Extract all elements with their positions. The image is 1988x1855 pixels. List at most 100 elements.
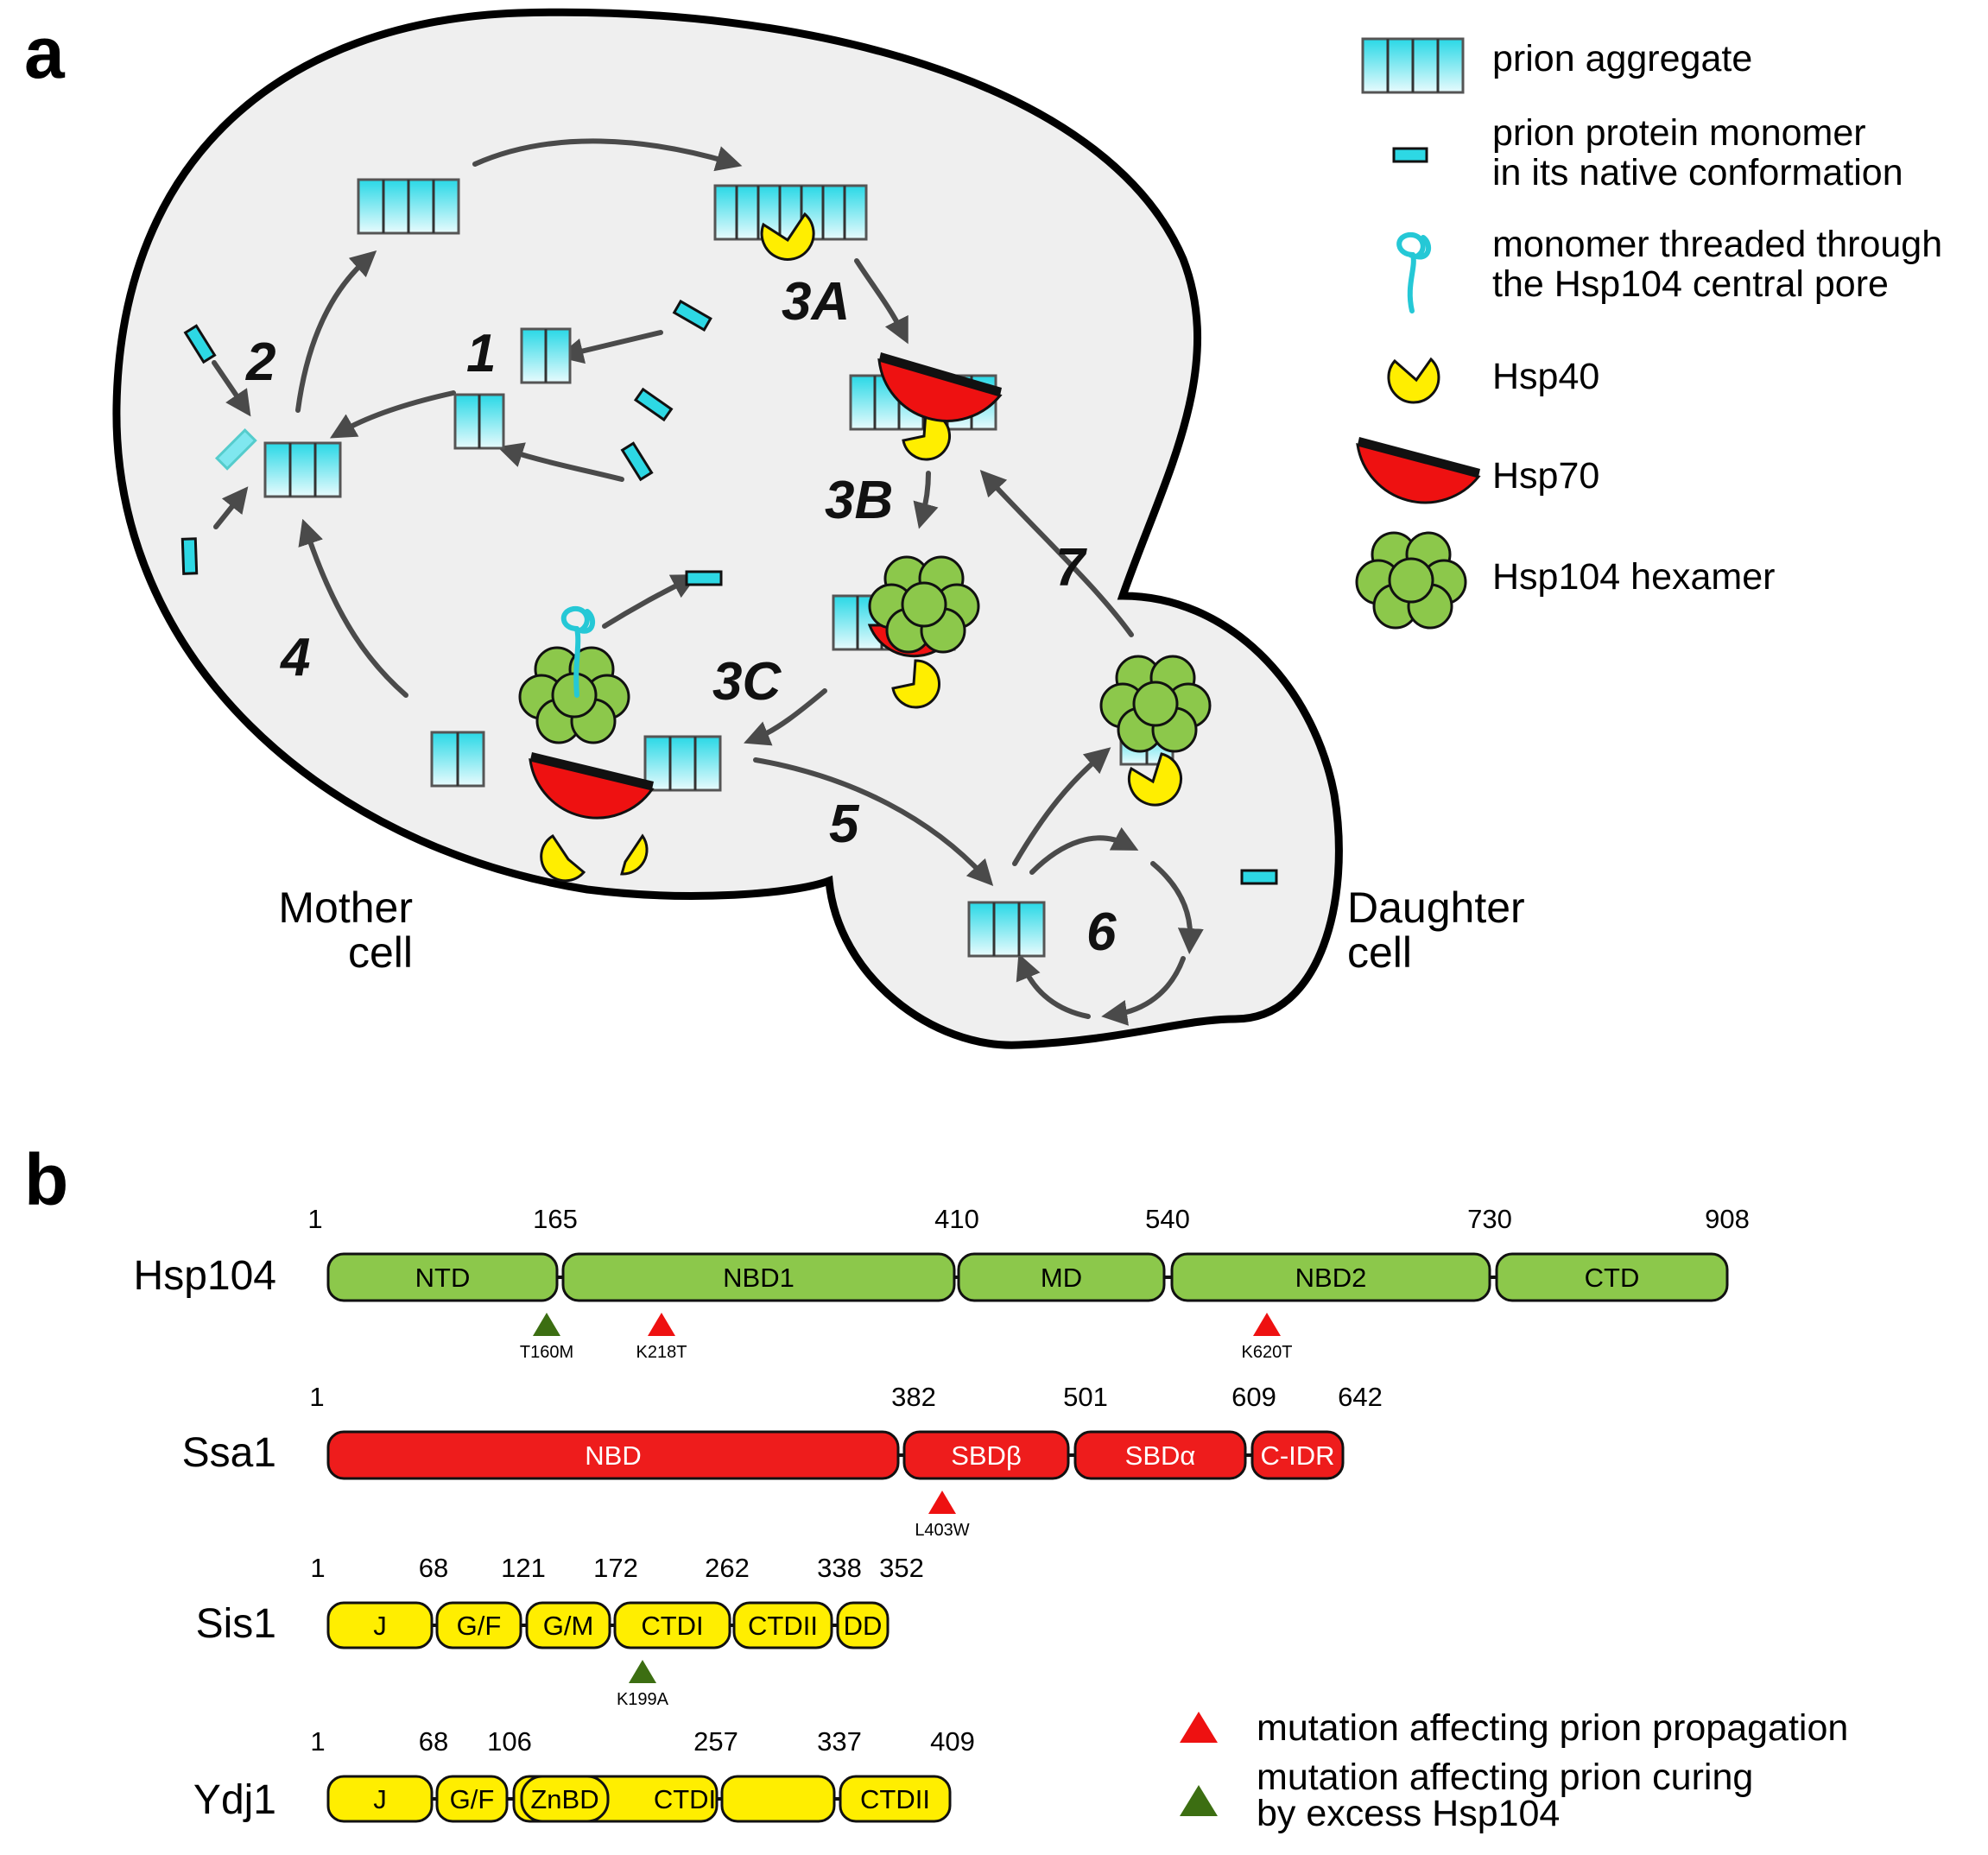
domain-box xyxy=(326,1775,434,1823)
step-1: 1 xyxy=(466,324,496,383)
mother-cell-label-line2: cell xyxy=(348,928,413,977)
domain-label: NBD xyxy=(585,1440,641,1471)
domain-label: CTDII xyxy=(860,1784,930,1814)
legend-hsp70-icon xyxy=(1356,442,1481,504)
step-4: 4 xyxy=(279,628,310,687)
domain-label: NBD1 xyxy=(723,1263,795,1293)
residue-number: 338 xyxy=(817,1553,862,1583)
domain-label: SBDβ xyxy=(951,1440,1022,1471)
legend-monomer-label-2: in its native conformation xyxy=(1492,152,1903,193)
domain-box xyxy=(326,1601,434,1649)
propagation-mutation-marker xyxy=(648,1313,675,1336)
residue-number: 337 xyxy=(817,1726,862,1757)
residue-number: 1 xyxy=(310,1553,325,1583)
pathway-arrows xyxy=(212,138,1204,1026)
residue-number: 257 xyxy=(693,1726,738,1757)
legend-hsp40-label: Hsp40 xyxy=(1492,356,1599,397)
domain-label: J xyxy=(373,1784,387,1814)
mother-cell-label-line1: Mother xyxy=(278,883,413,932)
step-3a: 3A xyxy=(782,272,850,332)
hsp70-molecules xyxy=(529,352,1003,820)
domain-box xyxy=(1073,1430,1247,1480)
domain-box xyxy=(435,1601,522,1649)
aggregate-small-1 xyxy=(520,327,572,384)
residue-number: 172 xyxy=(593,1553,638,1583)
domain-box xyxy=(613,1601,731,1649)
residue-number: 1 xyxy=(310,1726,325,1757)
legend-hsp104-label: Hsp104 hexamer xyxy=(1492,556,1775,598)
residue-number: 1 xyxy=(307,1204,322,1234)
aggregate-small-2 xyxy=(453,393,505,450)
domain-label: CTDI xyxy=(654,1784,716,1814)
mutation-label: L403W xyxy=(915,1521,969,1540)
daughter-cell-label-line2: cell xyxy=(1347,928,1412,977)
residue-number: 382 xyxy=(891,1382,936,1412)
legend-green-label-2: by excess Hsp104 xyxy=(1257,1793,1560,1834)
domain-box xyxy=(561,1252,956,1302)
hsp40-molecules xyxy=(540,212,1182,883)
step-3c: 3C xyxy=(712,652,782,712)
prion-monomers xyxy=(180,299,1278,885)
propagation-mutation-marker xyxy=(928,1491,956,1514)
residue-number: 609 xyxy=(1231,1382,1276,1412)
domain-label: NTD xyxy=(415,1263,471,1293)
domain-box xyxy=(1495,1252,1729,1302)
protein-name: Sis1 xyxy=(196,1601,276,1647)
residue-number: 642 xyxy=(1338,1382,1383,1412)
legend-hsp40-icon xyxy=(1387,357,1440,404)
aggregate-fragment xyxy=(430,731,485,788)
domain-box xyxy=(839,1775,952,1823)
residue-number: 121 xyxy=(501,1553,546,1583)
legend-threaded-icon xyxy=(1396,231,1432,313)
legend-threaded-label-2: the Hsp104 central pore xyxy=(1492,263,1889,305)
domain-label: C-IDR xyxy=(1260,1440,1334,1471)
panel-a-label: a xyxy=(24,12,66,93)
mutation-label: K199A xyxy=(617,1690,669,1709)
yeast-cell-outline xyxy=(112,8,1343,1049)
mutation-label: K218T xyxy=(636,1343,687,1362)
domain-label: G/M xyxy=(543,1611,594,1641)
legend-green-triangle-icon xyxy=(1180,1785,1218,1816)
protein-name: Ydj1 xyxy=(193,1777,276,1823)
legend-hsp70-edge xyxy=(1358,437,1480,477)
aggregate-nucleation xyxy=(263,441,342,498)
legend-panel-b: mutation affecting prion propagation mut… xyxy=(1180,1707,1848,1834)
domain-label: J xyxy=(373,1611,387,1641)
domain-label: CTD xyxy=(1585,1263,1640,1293)
domain-box xyxy=(732,1601,833,1649)
legend-hsp104-icon xyxy=(1355,531,1467,630)
step-6: 6 xyxy=(1086,902,1117,962)
aggregate-top-left xyxy=(357,178,460,235)
mutation-label: K620T xyxy=(1242,1343,1293,1362)
residue-number: 540 xyxy=(1145,1204,1190,1234)
legend-hsp70-label: Hsp70 xyxy=(1492,455,1599,497)
curing-mutation-marker xyxy=(533,1313,560,1336)
domain-label: NBD2 xyxy=(1295,1263,1367,1293)
step-labels: 1 2 3A 3B 3C 4 5 6 7 xyxy=(245,272,1117,962)
mutation-label: T160M xyxy=(520,1343,573,1362)
domain-label: MD xyxy=(1041,1263,1082,1293)
legend-threaded-label-1: monomer threaded through xyxy=(1492,224,1942,265)
propagation-mutation-marker xyxy=(1253,1313,1281,1336)
domain-label: CTDI xyxy=(641,1611,703,1641)
domain-box xyxy=(512,1775,719,1823)
residue-number: 409 xyxy=(930,1726,975,1757)
legend-red-label: mutation affecting prion propagation xyxy=(1257,1707,1848,1749)
domain-box xyxy=(1170,1252,1491,1302)
step-2: 2 xyxy=(245,332,275,392)
threaded-monomer xyxy=(560,605,596,698)
residue-number: 262 xyxy=(705,1553,750,1583)
domain-box xyxy=(902,1430,1070,1480)
step-5: 5 xyxy=(829,795,860,854)
domain-label: DD xyxy=(844,1611,883,1641)
aggregate-3c xyxy=(643,735,722,792)
residue-number: 165 xyxy=(533,1204,578,1234)
domain-label: ZnBD xyxy=(530,1784,598,1814)
domain-label: SBDα xyxy=(1125,1440,1196,1471)
domain-label: G/F xyxy=(450,1784,495,1814)
residue-number: 1 xyxy=(309,1382,324,1412)
domain-box xyxy=(525,1601,611,1649)
residue-number: 730 xyxy=(1467,1204,1512,1234)
